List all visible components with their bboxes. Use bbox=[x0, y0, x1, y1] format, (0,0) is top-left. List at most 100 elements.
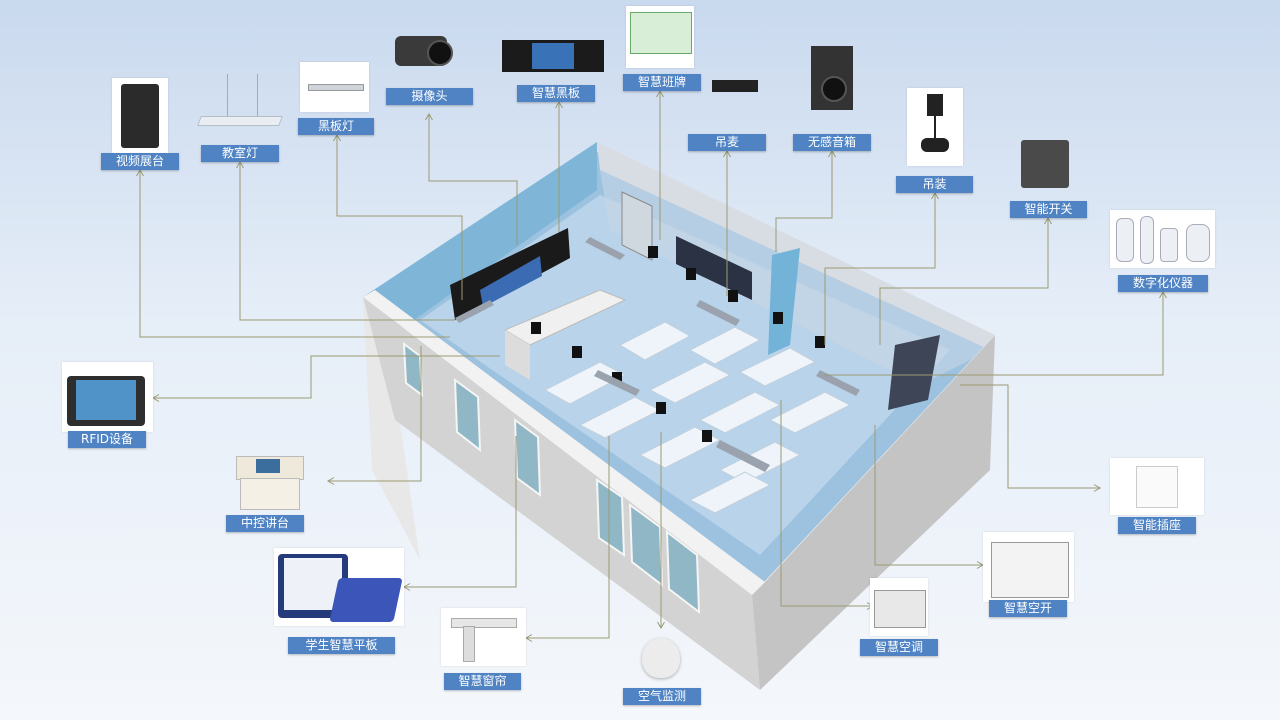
connector-smart-curtain bbox=[526, 436, 610, 639]
blackboard-light-image bbox=[300, 62, 369, 112]
smart-socket-image bbox=[1110, 458, 1204, 515]
camera-image bbox=[393, 30, 455, 78]
connector-classroom-light bbox=[239, 162, 455, 321]
connector-smart-switch bbox=[879, 218, 1049, 345]
connector-smart-ac bbox=[780, 400, 873, 607]
connector-video-booth bbox=[139, 170, 450, 338]
label-smart-class-board: 智慧班牌 bbox=[623, 74, 701, 91]
smart-ac-image bbox=[870, 578, 928, 636]
blackboard-light-bar bbox=[308, 84, 364, 91]
connector-smart-socket bbox=[960, 384, 1100, 489]
smart-blackboard-screen bbox=[532, 43, 574, 69]
arrowhead-smart-switch bbox=[1044, 217, 1052, 225]
connector-student-tablet bbox=[404, 436, 517, 588]
connector-rfid bbox=[153, 355, 500, 399]
label-control-podium: 中控讲台 bbox=[226, 515, 304, 532]
connector-blackboard-light bbox=[336, 135, 463, 300]
label-classroom-light: 教室灯 bbox=[201, 145, 279, 162]
smart-blackboard-image bbox=[502, 40, 604, 72]
label-smart-socket: 智能插座 bbox=[1118, 517, 1196, 534]
arrowhead-digital-instrument bbox=[1159, 291, 1167, 299]
student-tablet-screen bbox=[284, 558, 342, 610]
label-ceiling-mount: 吊装 bbox=[896, 176, 973, 193]
rfid-screen bbox=[76, 380, 136, 420]
label-smart-ac: 智慧空调 bbox=[860, 639, 938, 656]
video-booth-image bbox=[112, 78, 168, 154]
arrowhead-air-monitor bbox=[657, 621, 665, 629]
rfid-image bbox=[62, 362, 153, 432]
arrowhead-smart-curtain bbox=[525, 634, 533, 642]
classroom-light-bar bbox=[197, 116, 283, 126]
digital-instrument-probe bbox=[1160, 228, 1178, 262]
digital-instrument-probe bbox=[1116, 218, 1134, 262]
label-smart-breaker: 智慧空开 bbox=[989, 600, 1067, 617]
digital-instrument-probe bbox=[1186, 224, 1210, 262]
ceiling-mount-device bbox=[927, 94, 943, 116]
label-rfid: RFID设备 bbox=[68, 431, 146, 448]
video-booth-device bbox=[121, 84, 159, 148]
label-speaker: 无感音箱 bbox=[793, 134, 871, 151]
smart-class-board-screen bbox=[630, 12, 692, 54]
arrowhead-rfid bbox=[152, 394, 160, 402]
arrowhead-student-tablet bbox=[403, 583, 411, 591]
arrowhead-classroom-light bbox=[236, 161, 244, 169]
arrowhead-speaker bbox=[828, 150, 836, 158]
smart-curtain-motor bbox=[463, 626, 475, 662]
label-smart-switch: 智能开关 bbox=[1010, 201, 1087, 218]
arrowhead-smart-socket bbox=[1093, 484, 1101, 492]
arrowhead-blackboard-light bbox=[333, 134, 341, 142]
speaker-cone bbox=[821, 76, 847, 102]
air-monitor-image bbox=[642, 638, 680, 678]
label-smart-blackboard: 智慧黑板 bbox=[517, 85, 595, 102]
connector-digital-instrument bbox=[825, 292, 1164, 376]
smart-socket-plate bbox=[1136, 466, 1178, 508]
control-podium-image bbox=[236, 456, 304, 510]
student-tablet-image bbox=[274, 548, 404, 626]
label-camera: 摄像头 bbox=[386, 88, 473, 105]
connector-camera bbox=[428, 114, 518, 245]
hanging-mic-bar bbox=[712, 80, 758, 92]
hanging-mic-image bbox=[710, 78, 760, 118]
arrowhead-camera bbox=[425, 113, 433, 121]
label-air-monitor: 空气监测 bbox=[623, 688, 701, 705]
smart-curtain-rail bbox=[451, 618, 517, 628]
connector-ceiling-mount bbox=[824, 193, 936, 345]
label-blackboard-light: 黑板灯 bbox=[298, 118, 374, 135]
label-student-tablet: 学生智慧平板 bbox=[288, 637, 395, 654]
label-digital-instrument: 数字化仪器 bbox=[1118, 275, 1208, 292]
smart-class-board-image bbox=[626, 6, 694, 68]
student-tablet-second bbox=[329, 578, 403, 622]
digital-instrument-probe bbox=[1140, 216, 1154, 264]
arrowhead-smart-class-board bbox=[656, 90, 664, 98]
label-smart-curtain: 智慧窗帘 bbox=[444, 673, 521, 690]
smart-switch-image bbox=[1021, 140, 1069, 188]
smart-curtain-image bbox=[441, 608, 526, 666]
arrowhead-control-podium bbox=[327, 477, 335, 485]
classroom-light-wire bbox=[257, 74, 258, 118]
connector-speaker bbox=[775, 151, 833, 252]
classroom-light-wire bbox=[227, 74, 228, 118]
connector-smart-breaker bbox=[874, 425, 983, 566]
label-hanging-mic: 吊麦 bbox=[688, 134, 766, 151]
digital-instrument-image bbox=[1110, 210, 1215, 268]
ceiling-mount-image bbox=[907, 88, 963, 166]
ceiling-mount-pole bbox=[934, 116, 936, 138]
speaker-image bbox=[811, 46, 853, 110]
control-podium-screen bbox=[256, 459, 280, 473]
smart-breaker-device bbox=[991, 542, 1069, 598]
arrowhead-ceiling-mount bbox=[931, 192, 939, 200]
smart-ac-module bbox=[874, 590, 926, 628]
smart-breaker-image bbox=[983, 532, 1074, 602]
label-video-booth: 视频展台 bbox=[101, 153, 179, 170]
arrowhead-hanging-mic bbox=[723, 150, 731, 158]
control-podium-body bbox=[240, 478, 300, 510]
ceiling-mount-base bbox=[921, 138, 949, 152]
arrowhead-smart-blackboard bbox=[555, 101, 563, 109]
arrowhead-video-booth bbox=[136, 169, 144, 177]
classroom-light-image bbox=[195, 70, 283, 136]
connector-control-podium bbox=[328, 346, 422, 482]
camera-lens bbox=[427, 40, 453, 66]
